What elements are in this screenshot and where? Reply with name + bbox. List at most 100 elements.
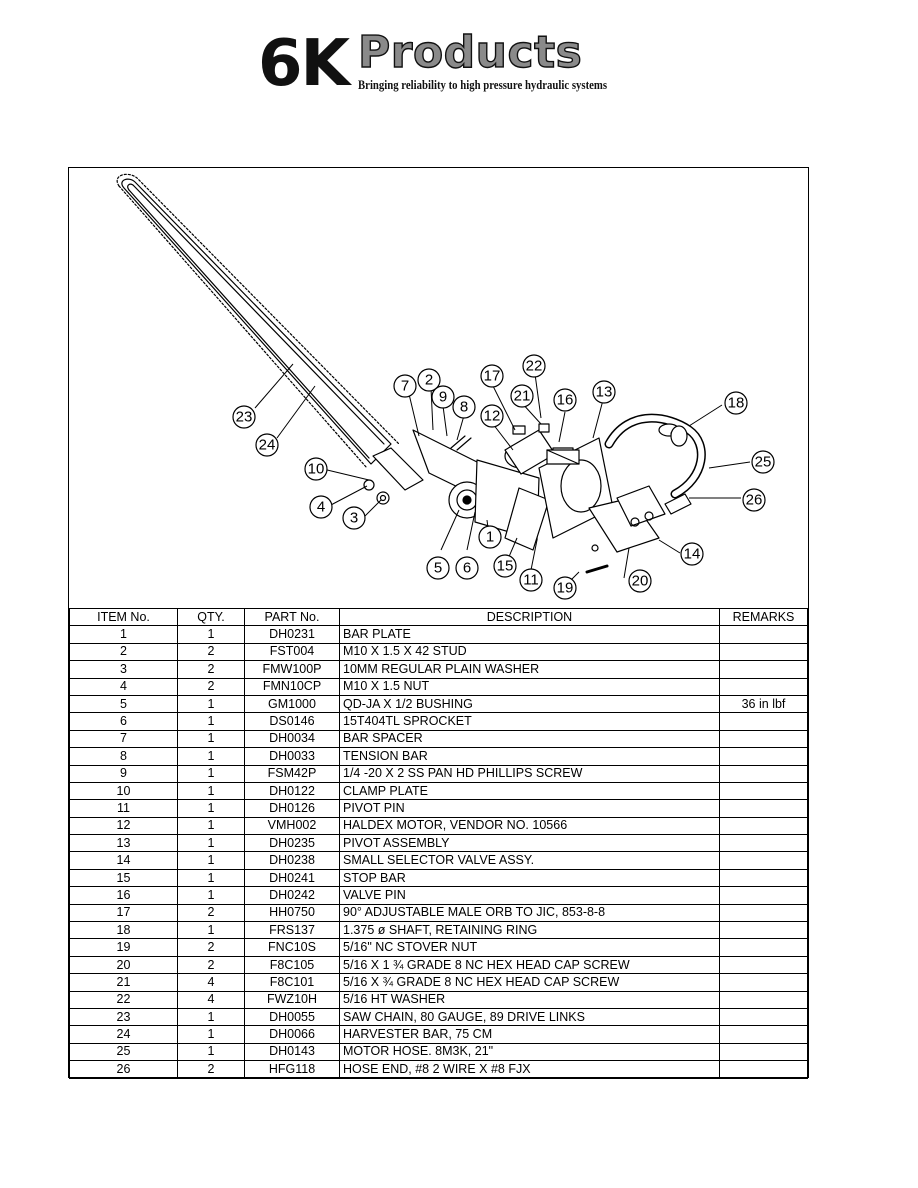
remarks-cell xyxy=(719,868,808,888)
item-number-cell: 23 xyxy=(69,1007,178,1027)
quantity-cell: 1 xyxy=(177,764,245,783)
selector-valve-illustration xyxy=(588,485,692,553)
remarks-cell xyxy=(719,851,808,870)
description-cell: SMALL SELECTOR VALVE ASSY. xyxy=(339,851,720,870)
remarks-cell xyxy=(719,1007,808,1027)
item-number-cell: 21 xyxy=(69,973,178,992)
description-cell: PIVOT ASSEMBLY xyxy=(339,834,720,853)
item-number-cell: 8 xyxy=(69,747,178,766)
part-number-cell: FMW100P xyxy=(244,660,340,679)
fasteners-illustration xyxy=(363,423,609,574)
part-number-cell: FRS137 xyxy=(244,921,340,940)
item-number-cell: 7 xyxy=(69,729,178,749)
description-cell: BAR SPACER xyxy=(339,729,720,749)
header-qty: QTY. xyxy=(177,607,245,627)
description-cell: 1.375 ø SHAFT, RETAINING RING xyxy=(339,921,720,940)
remarks-cell xyxy=(719,1042,808,1062)
item-number-cell: 5 xyxy=(69,694,178,714)
remarks-cell xyxy=(719,781,808,801)
description-cell: 10MM REGULAR PLAIN WASHER xyxy=(339,660,720,679)
callout-1: 1 xyxy=(486,529,494,546)
description-cell: TENSION BAR xyxy=(339,747,720,766)
description-cell: CLAMP PLATE xyxy=(339,781,720,801)
quantity-cell: 1 xyxy=(177,886,245,905)
part-number-cell: DH0242 xyxy=(244,886,340,905)
quantity-cell: 1 xyxy=(177,712,245,731)
callout-4: 4 xyxy=(317,499,325,516)
callout-16: 16 xyxy=(557,392,574,409)
remarks-cell xyxy=(719,938,808,957)
remarks-cell xyxy=(719,764,808,783)
callout-22: 22 xyxy=(526,358,543,375)
item-number-cell: 14 xyxy=(69,851,178,870)
quantity-cell: 1 xyxy=(177,781,245,801)
part-number-cell: GM1000 xyxy=(244,694,340,714)
description-cell: 5/16 X ¾ GRADE 8 NC HEX HEAD CAP SCREW xyxy=(339,973,720,992)
part-number-cell: F8C101 xyxy=(244,973,340,992)
callout-17: 17 xyxy=(484,368,501,385)
callout-3: 3 xyxy=(350,510,358,527)
quantity-cell: 1 xyxy=(177,834,245,853)
remarks-cell xyxy=(719,1060,808,1079)
callout-26: 26 xyxy=(746,492,763,509)
remarks-cell xyxy=(719,921,808,940)
quantity-cell: 4 xyxy=(177,990,245,1009)
header-remarks: REMARKS xyxy=(719,607,808,627)
part-number-cell: DH0066 xyxy=(244,1025,340,1044)
retaining-ring-illustration xyxy=(670,425,688,447)
part-number-cell: DH0033 xyxy=(244,747,340,766)
description-cell: HALDEX MOTOR, VENDOR NO. 10566 xyxy=(339,816,720,836)
item-number-cell: 18 xyxy=(69,921,178,940)
callout-10: 10 xyxy=(308,461,325,478)
logo-mark: 6K xyxy=(258,27,350,101)
part-number-cell: FSM42P xyxy=(244,764,340,783)
part-number-cell: DH0143 xyxy=(244,1042,340,1062)
remarks-cell xyxy=(719,834,808,853)
header-part-no: PART No. xyxy=(244,607,340,627)
quantity-cell: 1 xyxy=(177,747,245,766)
item-number-cell: 2 xyxy=(69,642,178,662)
quantity-cell: 2 xyxy=(177,677,245,696)
callout-12: 12 xyxy=(484,408,501,425)
description-cell: 5/16" NC STOVER NUT xyxy=(339,938,720,957)
quantity-cell: 2 xyxy=(177,938,245,957)
part-number-cell: VMH002 xyxy=(244,816,340,836)
quantity-cell: 2 xyxy=(177,642,245,662)
quantity-cell: 1 xyxy=(177,816,245,836)
description-cell: 5/16 X 1 ¾ GRADE 8 NC HEX HEAD CAP SCREW xyxy=(339,955,720,975)
description-cell: HARVESTER BAR, 75 CM xyxy=(339,1025,720,1044)
item-number-cell: 12 xyxy=(69,816,178,836)
quantity-cell: 2 xyxy=(177,955,245,975)
remarks-cell xyxy=(719,747,808,766)
logo-tagline: Bringing reliability to high pressure hy… xyxy=(358,78,608,92)
quantity-cell: 2 xyxy=(177,1060,245,1079)
part-number-cell: DH0238 xyxy=(244,851,340,870)
callout-15: 15 xyxy=(497,558,514,575)
description-cell: SAW CHAIN, 80 GAUGE, 89 DRIVE LINKS xyxy=(339,1007,720,1027)
part-number-cell: DH0122 xyxy=(244,781,340,801)
quantity-cell: 1 xyxy=(177,1042,245,1062)
part-number-cell: F8C105 xyxy=(244,955,340,975)
callout-25: 25 xyxy=(755,454,772,471)
callout-7: 7 xyxy=(401,378,409,395)
description-cell: PIVOT PIN xyxy=(339,799,720,818)
logo-name: Products xyxy=(357,27,583,78)
description-cell: 5/16 HT WASHER xyxy=(339,990,720,1009)
quantity-cell: 2 xyxy=(177,903,245,923)
